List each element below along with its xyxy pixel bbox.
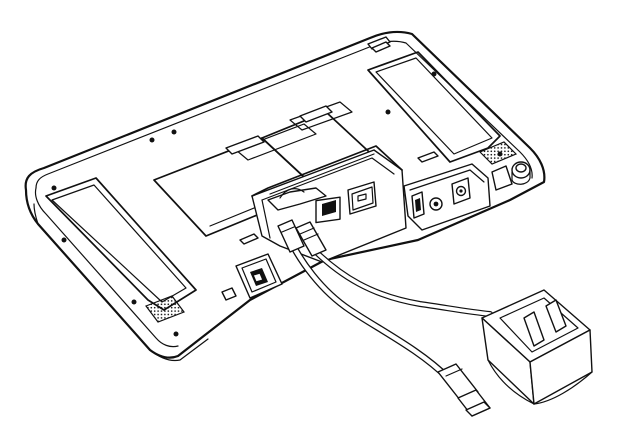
screw-hole [131, 299, 137, 305]
side-button-block [491, 165, 513, 191]
handle-slot-left [225, 135, 265, 155]
rotary-knob [511, 161, 531, 185]
edge-slot-top [371, 41, 391, 53]
screw-hole [497, 151, 503, 157]
screw-hole [149, 137, 155, 143]
power-adapter [481, 289, 593, 405]
screw-hole [171, 129, 177, 135]
adapter-prongs [523, 299, 567, 347]
screw-hole [385, 109, 391, 115]
usb-port-lower [250, 268, 268, 286]
power-cable [309, 245, 493, 317]
handle-slot-right [299, 105, 333, 123]
usb-cable-connector-boot [277, 219, 305, 253]
screw-hole [61, 237, 67, 243]
top-corner-clip [367, 36, 391, 50]
top-slot-right [417, 151, 439, 163]
screw-hole [431, 71, 437, 77]
cable-retention-clip [267, 187, 327, 211]
ethernet-port [347, 181, 377, 215]
micro-usb-port [411, 191, 425, 219]
power-jack [451, 177, 471, 205]
usb-port-housing [315, 196, 341, 224]
power-cable-plug [295, 221, 327, 257]
screw-hole [51, 185, 57, 191]
right-recessed-panel [367, 51, 501, 163]
lock-slot [221, 287, 237, 301]
screw-hole [173, 331, 179, 337]
usb-cable [286, 236, 452, 382]
usb-a-plug [437, 363, 491, 417]
screw-holes [51, 71, 503, 337]
audio-jack [429, 197, 443, 211]
left-recessed-panel [45, 177, 197, 311]
speaker-grille-left [145, 295, 185, 323]
top-slot-left [239, 233, 259, 245]
